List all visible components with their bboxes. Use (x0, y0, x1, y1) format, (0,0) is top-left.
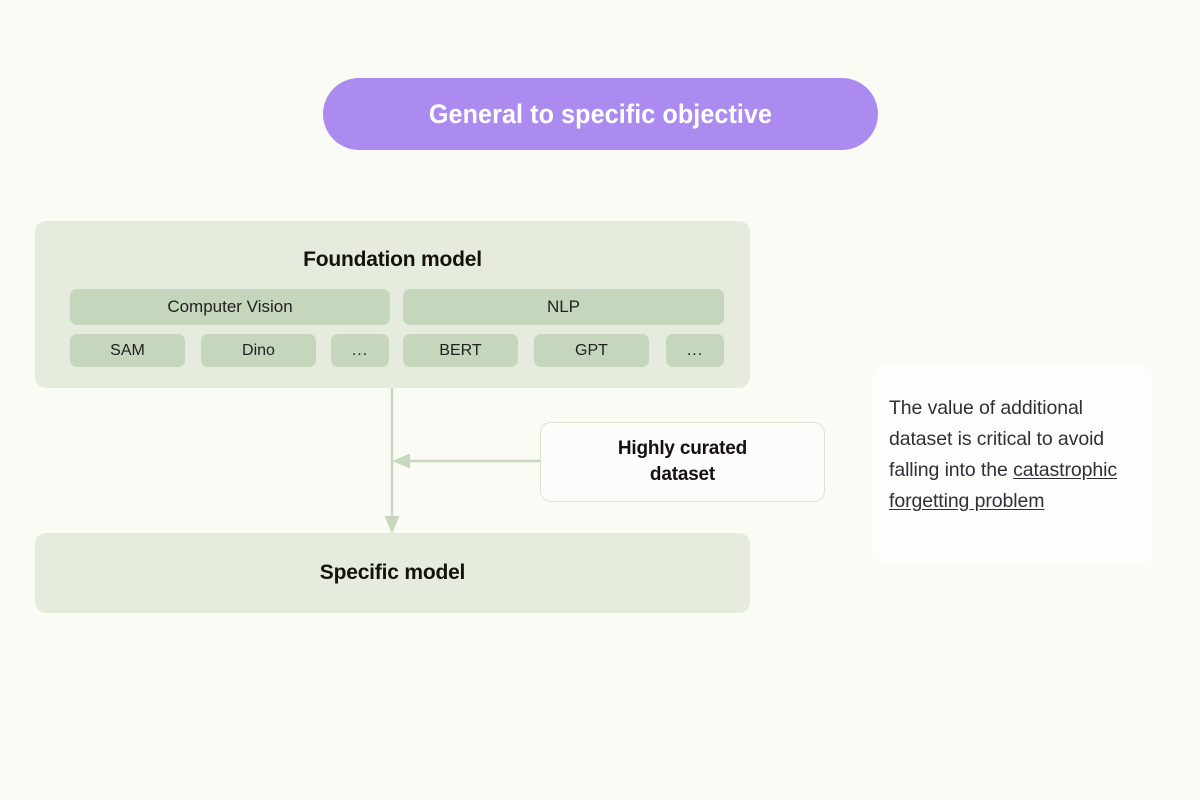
foundation-model-heading: Foundation model (303, 248, 482, 271)
note-card: The value of additional dataset is criti… (872, 365, 1153, 565)
chip-computer-vision-more[interactable]: ... (331, 334, 389, 367)
catastrophic-forgetting-link[interactable]: catastrophic forgetting problem (889, 459, 1117, 512)
specific-model-box: Specific model (35, 533, 750, 613)
highly-curated-dataset-text: Highly curated dataset (618, 436, 747, 487)
chip-gpt[interactable]: GPT (534, 334, 649, 367)
chip-nlp-more-label: ... (686, 341, 704, 359)
chip-sam[interactable]: SAM (70, 334, 185, 367)
dataset-to-pipeline-arrowhead (392, 453, 410, 469)
chip-bert[interactable]: BERT (403, 334, 518, 367)
chip-dino-label: Dino (242, 341, 275, 359)
highly-curated-dataset-line2: dataset (649, 464, 716, 485)
foundation-model-box: Foundation model Computer Vision NLP SAM… (35, 221, 750, 388)
foundation-to-specific-arrowhead (384, 516, 400, 534)
chip-nlp-more[interactable]: ... (666, 334, 724, 367)
specific-model-label: Specific model (319, 561, 466, 584)
chip-sam-label: SAM (110, 341, 145, 359)
note-card-text: The value of additional dataset is criti… (889, 393, 1135, 517)
chip-dino[interactable]: Dino (201, 334, 316, 367)
chip-computer-vision-label: Computer Vision (167, 297, 293, 316)
note-card-plain-text: The value of additional dataset is criti… (889, 397, 1105, 481)
title-banner-text: General to specific objective (428, 98, 773, 129)
chip-computer-vision[interactable]: Computer Vision (70, 289, 390, 325)
chip-computer-vision-more-label: ... (351, 341, 369, 359)
chip-nlp[interactable]: NLP (403, 289, 724, 325)
highly-curated-dataset-line1: Highly curated (617, 438, 748, 460)
chip-bert-label: BERT (439, 341, 482, 359)
highly-curated-dataset-box: Highly curated dataset (540, 422, 825, 502)
title-banner: General to specific objective (323, 78, 878, 150)
chip-gpt-label: GPT (575, 341, 608, 359)
chip-nlp-label: NLP (546, 297, 581, 316)
